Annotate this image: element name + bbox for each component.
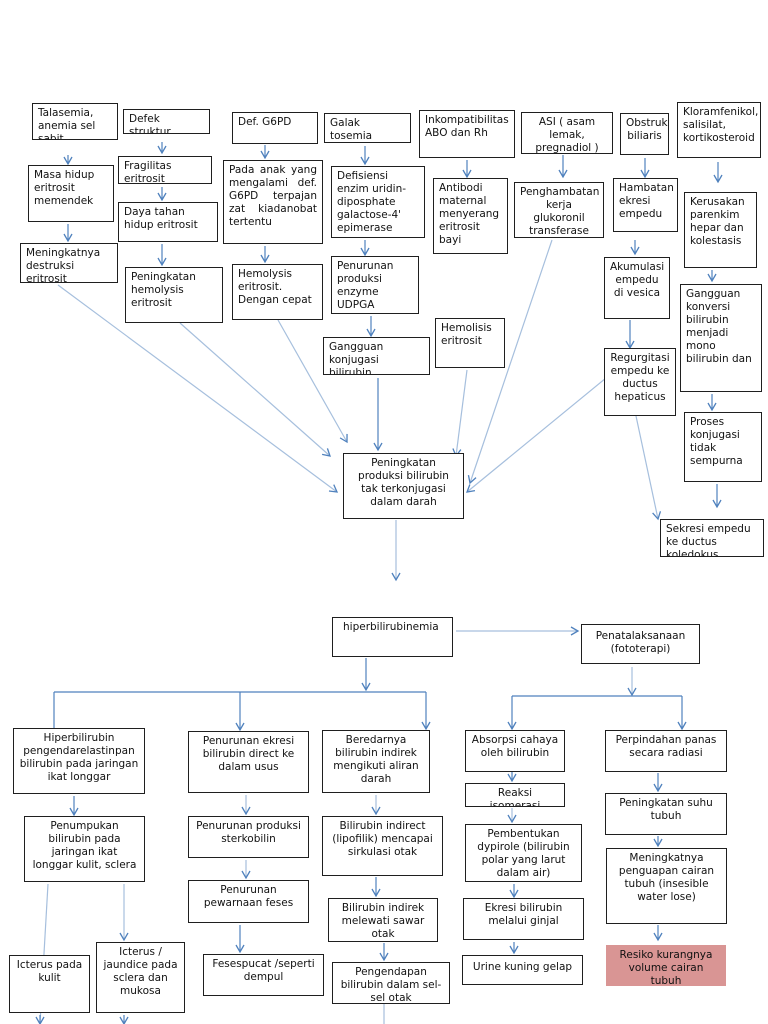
box-peningkatan-hemolysis: Peningkatan hemolysis eritrosit [125, 267, 223, 323]
box-talasemia: Talasemia, anemia sel sabit [32, 103, 118, 140]
box-urine: Urine kuning gelap [462, 955, 583, 985]
box-resiko: Resiko kurangnya volume cairan tubuh [606, 945, 726, 986]
box-kerusakan: Kerusakan parenkim hepar dan kolestasis [684, 192, 757, 268]
box-penumpukan: Penumpukan bilirubin pada jaringan ikat … [24, 816, 145, 882]
box-sekresi-empedu: Sekresi empedu ke ductus koledokus [660, 519, 764, 557]
box-pengendapan-sel-otak: Pengendapan bilirubin dalam sel-sel otak [332, 962, 450, 1004]
box-penghambatan: Penghambatan kerja glukoronil transferas… [514, 182, 604, 238]
box-penurunan-enzyme: Penurunan produksi enzyme UDPGA [331, 256, 419, 314]
box-perpindahan: Perpindahan panas secara radiasi [605, 730, 727, 772]
box-pada-anak: Pada anak yang mengalami def. G6PD terpa… [223, 160, 323, 244]
box-gangguan-konversi: Gangguan konversi bilirubin menjadi mono… [680, 284, 762, 392]
box-peningkatan-produksi: Peningkatan produksi bilirubin tak terko… [343, 453, 464, 519]
box-fesespucat: Fesespucat /seperti dempul [203, 954, 324, 996]
box-proses-konjugasi: Proses konjugasi tidak sempurna [684, 412, 762, 482]
box-absorpsi: Absorpsi cahaya oleh bilirubin [465, 730, 565, 772]
box-hemolysis-cepat: Hemolysis eritrosit. Dengan cepat [232, 264, 323, 320]
box-galaktosemia: Galak tosemia [324, 113, 411, 143]
box-obstruksi: Obstruksi biliaris [620, 113, 669, 155]
box-meningkatnya-destruksi: Meningkatnya destruksi eritrosit [20, 243, 118, 283]
box-penurunan-ekresi: Penurunan ekresi bilirubin direct ke dal… [188, 731, 309, 793]
box-antibodi: Antibodi maternal menyerang eritrosit ba… [433, 178, 508, 254]
box-defek-struktur: Defek struktur [123, 109, 210, 134]
box-defisiensi: Defisiensi enzim uridin-diposphate galac… [331, 166, 425, 238]
box-pembentukan: Pembentukan dypirole (bilirubin polar ya… [465, 824, 582, 882]
box-gangguan-konjugasi: Gangguan konjugasi bilirubin [323, 337, 430, 375]
box-hambatan: Hambatan ekresi empedu [613, 178, 678, 232]
box-bilirubin-indirect: Bilirubin indirect (lipofilik) mencapai … [322, 816, 443, 876]
box-kloramfenikol: Kloramfenikol, salisilat, kortikosteroid [677, 102, 761, 158]
box-penurunan-pewarnaan: Penurunan pewarnaan feses [188, 880, 309, 923]
box-regurgitasi: Regurgitasi empedu ke ductus hepaticus [604, 348, 676, 416]
box-melewati-sawar: Bilirubin indirek melewati sawar otak [328, 898, 438, 942]
box-meningkatnya-penguapan: Meningkatnya penguapan cairan tubuh (ins… [606, 848, 727, 924]
box-hiperbilirubin-pengendapan: Hiperbilirubin pengendarelastinpan bilir… [13, 728, 145, 794]
box-hemolisis: Hemolisis eritrosit [435, 318, 505, 368]
box-masa-hidup: Masa hidup eritrosit memendek [28, 165, 114, 222]
box-hiperbilirubinemia: hiperbilirubinemia [332, 617, 453, 657]
box-penatalaksanaan: Penatalaksanaan (fototerapi) [581, 624, 700, 664]
box-icterus-jaundice: Icterus / jaundice pada sclera dan mukos… [96, 942, 185, 1013]
box-ekresi-ginjal: Ekresi bilirubin melalui ginjal [463, 898, 584, 940]
box-asi: ASI ( asam lemak, pregnadiol ) [521, 112, 613, 154]
box-icterus-kulit: Icterus pada kulit [9, 955, 90, 1013]
box-beredarnya: Beredarnya bilirubin indirek mengikuti a… [322, 730, 430, 793]
box-peningkatan-suhu: Peningkatan suhu tubuh [605, 793, 727, 835]
box-inkompatibilitas: Inkompatibilitas ABO dan Rh [419, 110, 515, 158]
box-fragilitas: Fragilitas eritrosit [118, 156, 212, 184]
box-penurunan-sterkobilin: Penurunan produksi sterkobilin [188, 816, 309, 858]
box-daya-tahan: Daya tahan hidup eritrosit [118, 202, 218, 242]
box-akumulasi: Akumulasi empedu di vesica [604, 257, 670, 319]
box-def-g6pd: Def. G6PD [232, 112, 318, 144]
box-reaksi-isomerasi: Reaksi isomerasi bilirubin [465, 783, 565, 807]
